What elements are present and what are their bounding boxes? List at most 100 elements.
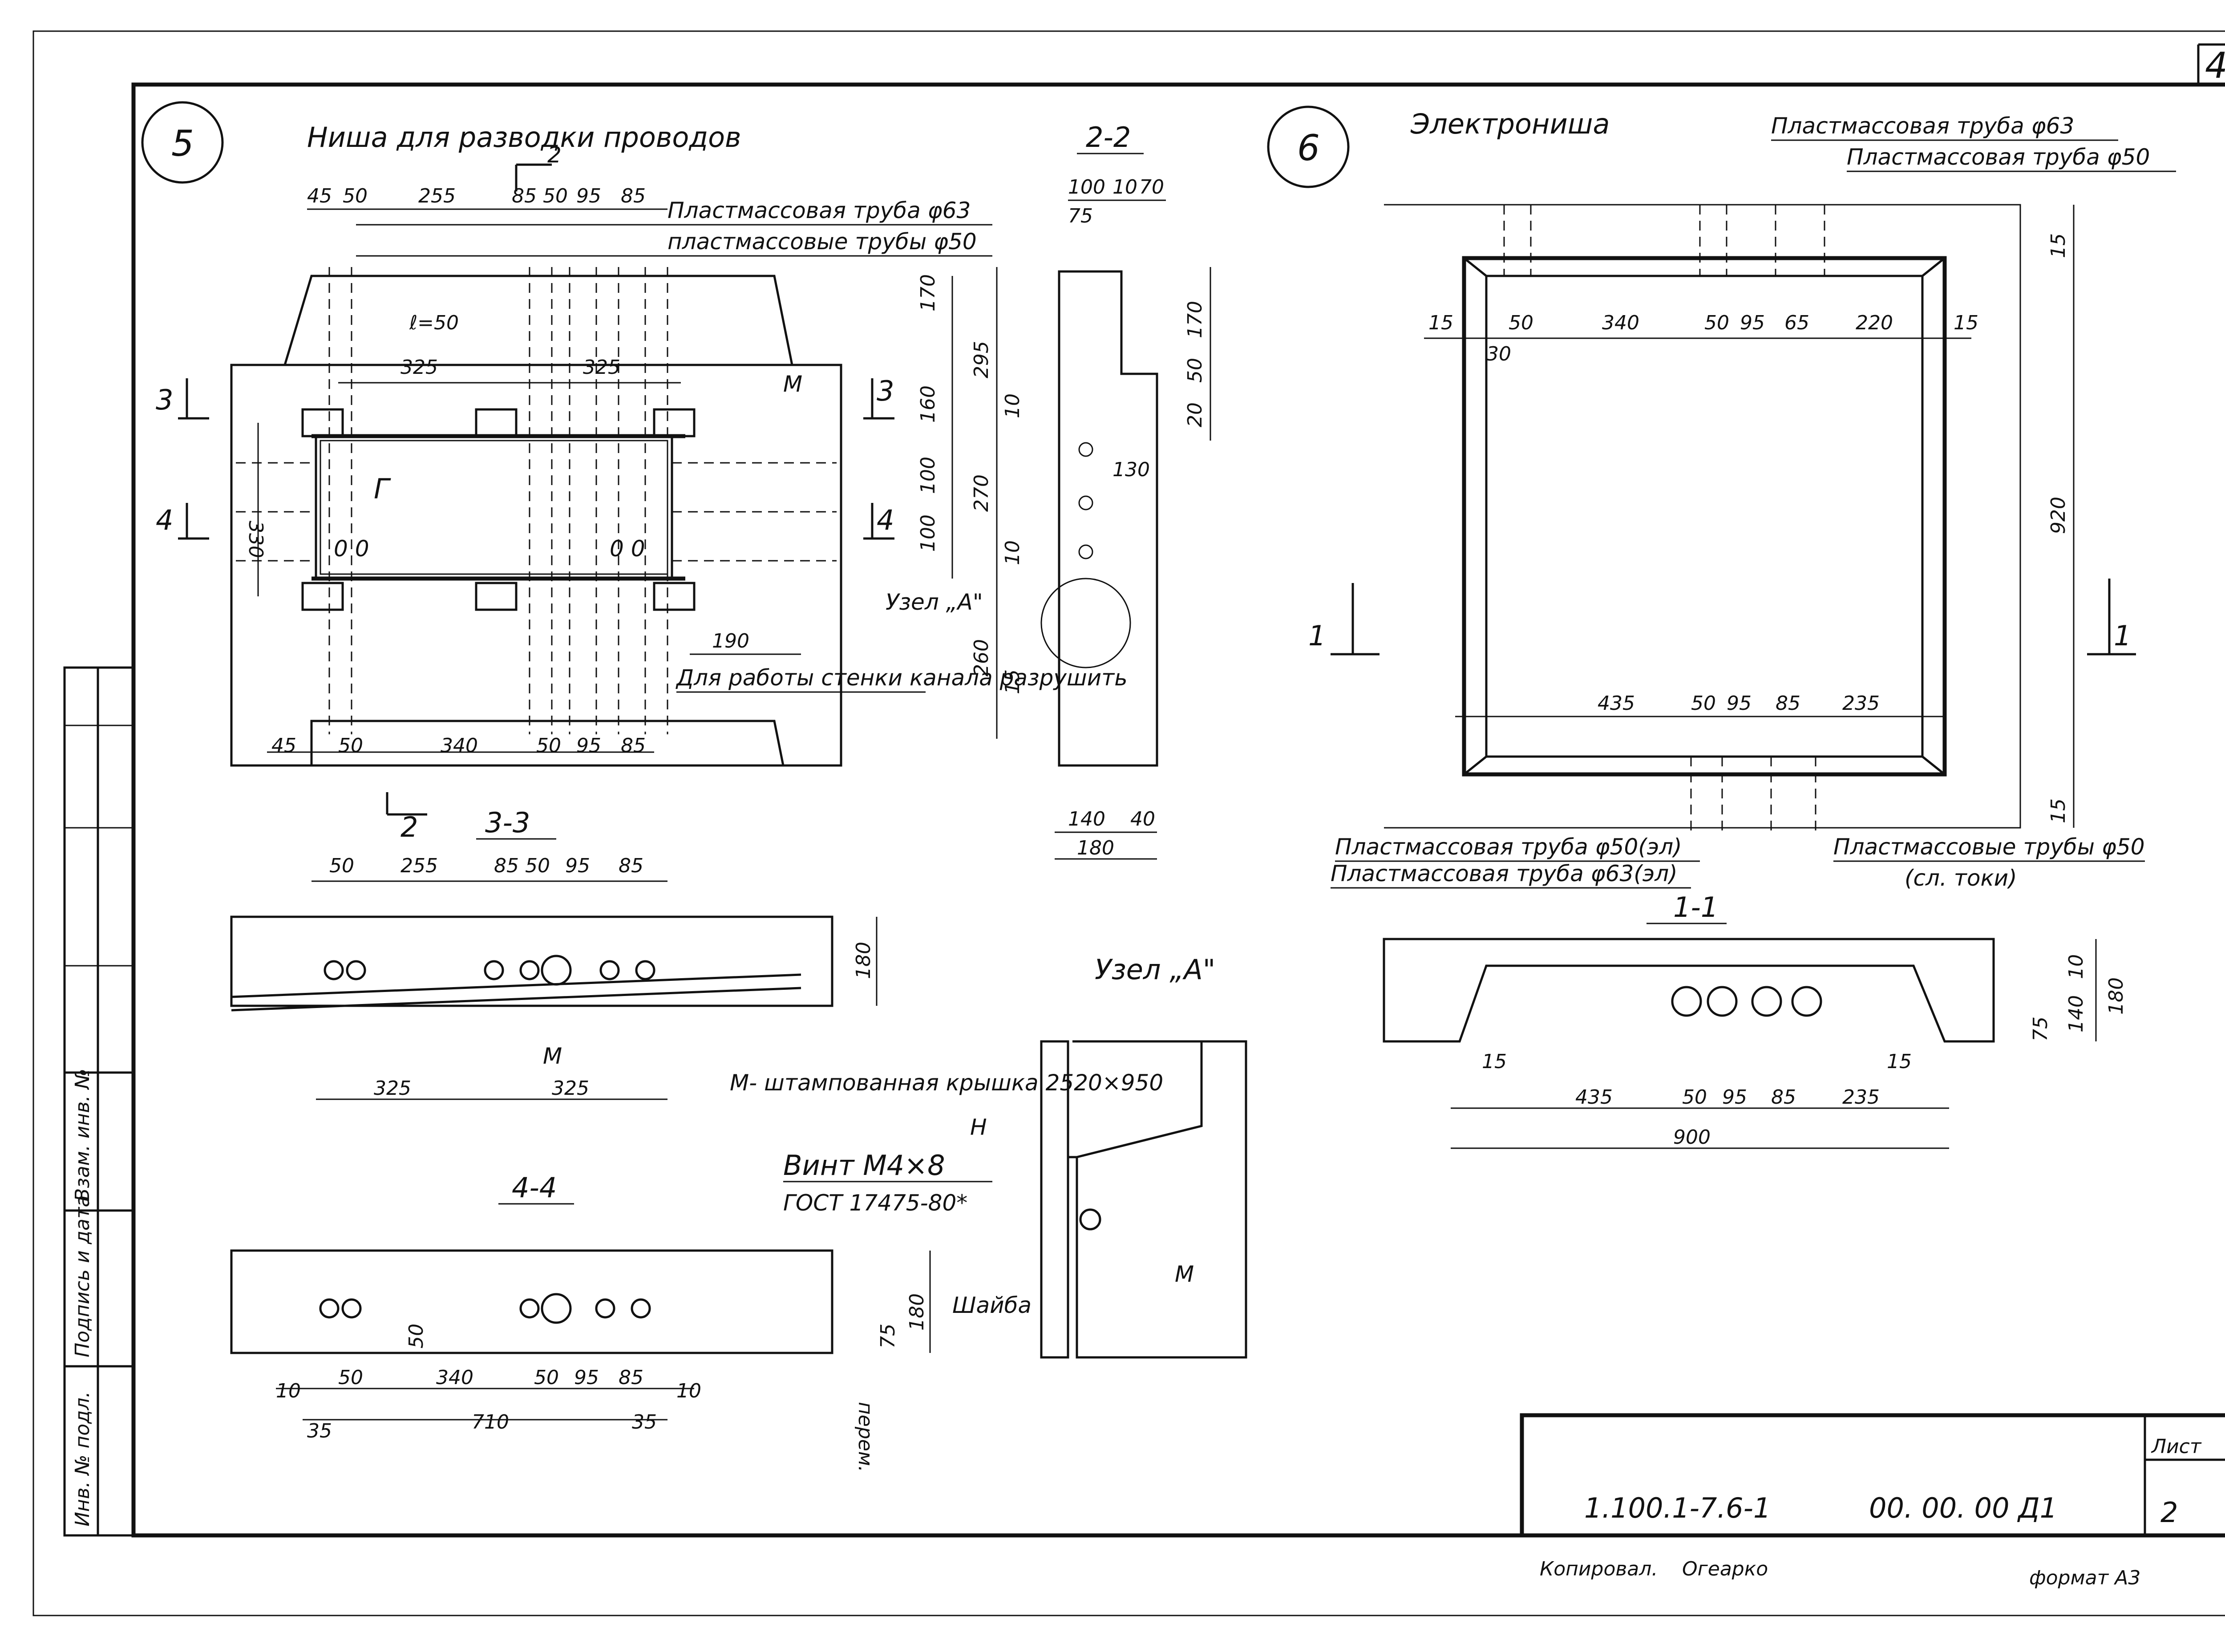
- detail-5: 5 Ниша для разводки проводов Пластмассов…: [141, 101, 1128, 843]
- s22-node-label: Узел „А": [886, 589, 983, 615]
- d6-top-dim: 15: [1954, 312, 1978, 334]
- s22-title: 2-2: [1086, 121, 1131, 154]
- d6-pipe50-el: Пластмассовая труба φ50(эл): [1335, 834, 1682, 860]
- d5-bottom-dim: 45: [271, 734, 296, 757]
- s11-dim: 50: [1682, 1086, 1707, 1109]
- section-2-2: 2-2 100 10 70 75 Узел „А" 295 10 270 10 …: [886, 121, 1211, 860]
- d5-top-dim: 50: [543, 185, 568, 207]
- d6-bottom-dim: 95: [1727, 692, 1752, 715]
- d6-bottom-dim: 235: [1842, 692, 1880, 715]
- d6-side-dim: 15: [2047, 233, 2070, 258]
- d5-right-dim: 100: [917, 514, 939, 552]
- d6-top-dim: 220: [1856, 312, 1893, 334]
- inventory-stamp: Взам. инв. № Подпись и дата Инв. № подл.: [63, 666, 135, 1537]
- s33-title: 3-3: [485, 806, 530, 839]
- copied-by-label: Копировал.: [1540, 1558, 1658, 1580]
- copied-by-signature: Огеарко: [1682, 1558, 1768, 1580]
- paper-format: формат А3: [2029, 1567, 2140, 1589]
- d5-cut-mark: 2: [400, 811, 418, 843]
- s22-top-dim: 75: [1068, 205, 1093, 227]
- d5-oval-right: 0 0: [610, 536, 645, 562]
- d5-bottom-dim: 85: [621, 734, 646, 757]
- d5-note-dim: 190: [712, 630, 749, 652]
- s11-dim: 95: [1722, 1086, 1747, 1109]
- node-a-standard: ГОСТ 17475-80*: [783, 1190, 967, 1216]
- s22-top-dim: 100: [1068, 176, 1105, 198]
- d5-radius: ℓ=50: [409, 312, 459, 334]
- d5-bottom-dim: 50: [536, 734, 561, 757]
- s11-right-dim: 75: [2029, 1016, 2052, 1041]
- s44-dim2: 35: [632, 1411, 657, 1433]
- d6-pipe63-label: Пластмассовая труба φ63: [1771, 113, 2074, 139]
- d6-top-dim: 30: [1486, 343, 1511, 365]
- s33-cover-note: М- штампованная крышка 2520×950: [730, 1070, 1163, 1096]
- d5-top-dim: 45: [307, 185, 332, 207]
- s44-title: 4-4: [512, 1171, 557, 1204]
- node-a-h-label: Н: [970, 1114, 987, 1140]
- s11-dim: 15: [1482, 1050, 1507, 1073]
- title-sheet-label: Лист: [2151, 1435, 2202, 1458]
- s11-right-dim: 10: [2065, 954, 2087, 979]
- d5-oval-left: 0 0: [334, 536, 369, 562]
- node-a-title: Узел „А": [1095, 953, 1215, 986]
- section-1-1: 1-1 15 435 50 95 85 235 15 900 10 140 75…: [1383, 891, 2128, 1149]
- d5-cut-mark: 4: [877, 504, 894, 536]
- s44-right-dim: 180: [906, 1293, 928, 1331]
- s44-dim2: 710: [472, 1411, 509, 1433]
- s33-top-dim: 85: [494, 854, 519, 877]
- d5-mid-dim: 325: [400, 356, 438, 379]
- s33-right-dim: 180: [852, 942, 875, 979]
- s44-right-dim: 75: [877, 1324, 899, 1348]
- s11-right-dim: 140: [2065, 995, 2087, 1032]
- title-block: 1.100.1-7.6-1 00. 00. 00 Д1 Лист 2 Копир…: [1520, 1413, 2225, 1589]
- s44-dim: 85: [619, 1366, 643, 1389]
- s33-top-dim: 50: [525, 854, 550, 877]
- d5-pipes50-label: пластмассовые трубы φ50: [668, 229, 977, 255]
- s22-left-dim: 295: [970, 341, 993, 378]
- s44-side-note: перем.: [854, 1402, 877, 1472]
- detail-6-number: 6: [1297, 127, 1320, 169]
- detail-5-title: Ниша для разводки проводов: [307, 121, 741, 154]
- s22-right-dim: 130: [1112, 458, 1150, 481]
- s33-bottom-dim: 325: [374, 1077, 411, 1100]
- s11-dim: 85: [1771, 1086, 1796, 1109]
- d5-bottom-dim: 340: [441, 734, 478, 757]
- s22-left-dim: 270: [970, 474, 993, 512]
- s11-total: 900: [1673, 1126, 1711, 1149]
- s22-right-dim: 20: [1184, 402, 1206, 427]
- s22-top-dim: 70: [1139, 176, 1164, 198]
- d6-top-dim: 95: [1740, 312, 1765, 334]
- s22-top-dim: 10: [1112, 176, 1137, 198]
- d5-corner-mark: Г: [374, 473, 391, 505]
- d5-cut-mark: 4: [156, 504, 173, 536]
- d6-top-dim: 340: [1602, 312, 1639, 334]
- d6-pipe63-el: Пластмассовая труба φ63(эл): [1331, 861, 1678, 887]
- d5-pipe63-label: Пластмассовая труба φ63: [668, 198, 971, 223]
- d5-top-dim: 50: [343, 185, 368, 207]
- section-4-4: 4-4 10 50 340 50 95 85 10 35 710 35 50 7…: [230, 1171, 931, 1472]
- d5-cut-mark: 3: [877, 375, 894, 407]
- detail-6: 6 Электрониша Пластмассовая труба φ63 Пл…: [1267, 105, 2176, 891]
- node-a: Узел „А" Винт М4×8 ГОСТ 17475-80* Шайба …: [783, 953, 1247, 1359]
- d5-cut-mark: 3: [156, 384, 173, 416]
- s44-dim: 50: [338, 1366, 363, 1389]
- s22-right-dim: 170: [1184, 301, 1206, 338]
- s22-bottom-dim: 180: [1077, 837, 1114, 859]
- s22-left-dim: 260: [970, 639, 993, 676]
- d5-right-dim: 160: [917, 385, 939, 423]
- d6-pipe50-label: Пластмассовая труба φ50: [1847, 144, 2150, 170]
- s11-dim: 435: [1575, 1086, 1613, 1109]
- d6-pipes50-weak: Пластмассовые трубы φ50: [1833, 834, 2145, 860]
- s22-right-dim: 50: [1184, 358, 1206, 383]
- node-a-m-label: M: [1175, 1261, 1194, 1287]
- d6-side-dim: 920: [2047, 497, 2070, 534]
- s22-left-dim: 10: [1001, 393, 1024, 418]
- s33-top-dim: 255: [400, 854, 438, 877]
- s33-top-dim: 85: [619, 854, 643, 877]
- d5-right-dim: 100: [917, 457, 939, 494]
- d6-top-dim: 50: [1704, 312, 1729, 334]
- title-designation-2: 00. 00. 00 Д1: [1869, 1492, 2057, 1524]
- stamp-signature-date: Подпись и дата: [71, 1195, 94, 1357]
- s33-top-dim: 95: [565, 854, 590, 877]
- s22-left-dim: 15: [1001, 669, 1024, 694]
